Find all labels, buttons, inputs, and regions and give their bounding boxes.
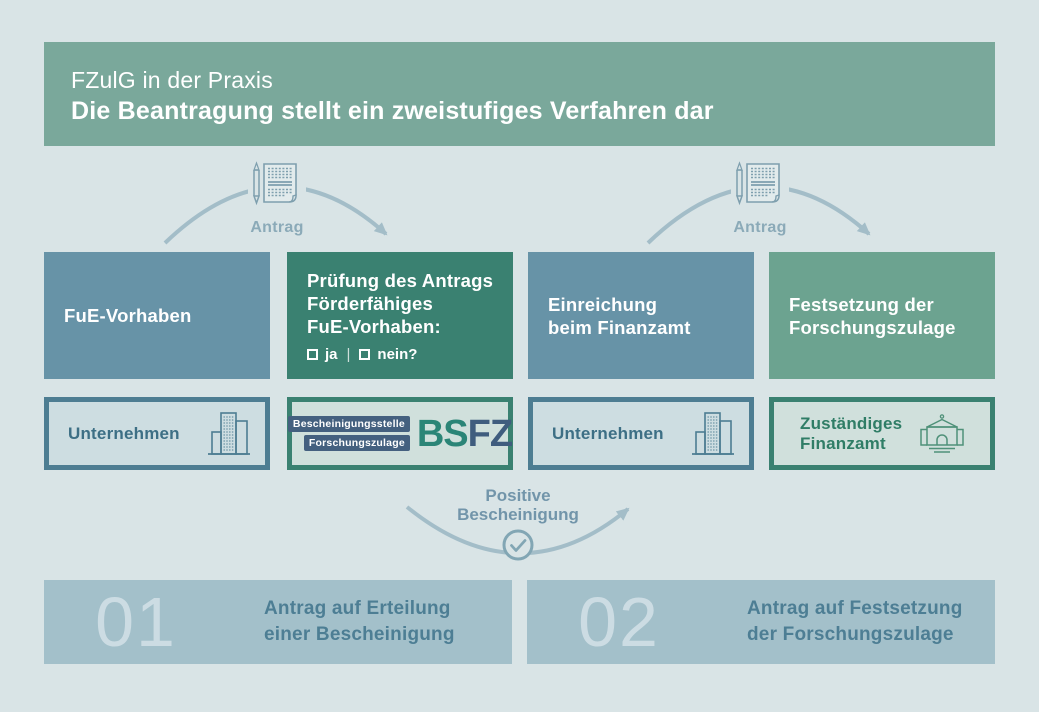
step-bar-01: 01 Antrag auf Erteilung einer Bescheinig…	[44, 580, 512, 664]
option-ja-label: ja	[325, 345, 338, 363]
step-text-line: einer Bescheinigung	[264, 624, 455, 645]
office-building-icon	[692, 411, 734, 455]
flow-box-line: Prüfung des Antrags	[307, 269, 494, 291]
bsfz-chip-bescheinigungsstelle: Bescheinigungsstelle	[287, 416, 410, 432]
flow-box-line: Forschungszulage	[789, 316, 956, 338]
flow-box-pruefung: Prüfung des Antrags Förderfähiges FuE-Vo…	[287, 252, 513, 379]
actor-box-finanzamt: Zuständiges Finanzamt	[769, 397, 995, 470]
antrag-arrow-left: Antrag	[162, 158, 392, 246]
office-building-icon	[208, 411, 250, 455]
positive-line: Bescheinigung	[457, 505, 579, 524]
actor-label: Unternehmen	[552, 423, 664, 443]
checkbox-nein-icon	[359, 348, 371, 360]
option-separator: |	[346, 345, 351, 363]
flow-box-einreichung: Einreichung beim Finanzamt	[528, 252, 754, 379]
bsfz-letters-bs: BS	[416, 412, 469, 455]
bsfz-letters-fz: FZ	[467, 412, 513, 455]
check-circle-icon	[502, 529, 534, 561]
flow-box-label: FuE-Vorhaben	[64, 305, 192, 326]
flow-box-line: FuE-Vorhaben:	[307, 315, 441, 337]
step-bar-02: 02 Antrag auf Festsetzung der Forschungs…	[527, 580, 995, 664]
step-number: 02	[578, 583, 660, 661]
arc-arrow-icon	[646, 158, 871, 245]
positive-line: Positive	[485, 486, 551, 505]
antrag-label-right: Antrag	[733, 219, 787, 236]
step-text-line: Antrag auf Erteilung	[264, 598, 451, 619]
actor-label-line: Finanzamt	[800, 433, 886, 453]
positive-arc-arrow	[405, 505, 630, 561]
checkbox-ja-icon	[307, 348, 318, 360]
positive-bescheinigung-label: Positive Bescheinigung	[418, 486, 618, 524]
antrag-arrow-right: Antrag	[645, 158, 875, 246]
actor-label-line: Zuständiges	[800, 413, 903, 433]
flow-box-festsetzung: Festsetzung der Forschungszulage	[769, 252, 995, 379]
actor-box-bsfz: Bescheinigungsstelle Forschungszulage BS…	[287, 397, 513, 470]
actor-label: Unternehmen	[68, 423, 180, 443]
header-band: FZulG in der Praxis Die Beantragung stel…	[44, 42, 995, 146]
header-subtitle: FZulG in der Praxis	[71, 67, 273, 93]
ja-nein-options: ja | nein?	[307, 346, 499, 363]
bsfz-wordmark: BSFZ	[416, 412, 513, 455]
arc-arrow-icon	[163, 158, 388, 245]
step-number: 01	[95, 583, 177, 661]
flow-box-line: Einreichung	[548, 293, 658, 315]
actor-box-unternehmen-1: Unternehmen	[44, 397, 270, 470]
flow-box-line: beim Finanzamt	[548, 316, 691, 338]
antrag-label-left: Antrag	[250, 219, 304, 236]
flow-box-fue-vorhaben: FuE-Vorhaben	[44, 252, 270, 379]
actor-box-unternehmen-2: Unternehmen	[528, 397, 754, 470]
bsfz-chip-stack: Bescheinigungsstelle Forschungszulage	[287, 416, 410, 451]
option-nein-label: nein?	[377, 345, 418, 363]
pencil-document-icon	[248, 158, 306, 210]
flow-box-line: Förderfähiges	[307, 292, 433, 314]
step-text-line: Antrag auf Festsetzung	[747, 598, 963, 619]
step-text-line: der Forschungszulage	[747, 624, 954, 645]
header-title: Die Beantragung stellt ein zweistufiges …	[71, 97, 714, 125]
bank-icon	[920, 413, 964, 453]
bsfz-chip-forschungszulage: Forschungszulage	[303, 435, 410, 451]
flow-box-line: Festsetzung der	[789, 293, 934, 315]
pencil-document-icon	[731, 158, 789, 210]
